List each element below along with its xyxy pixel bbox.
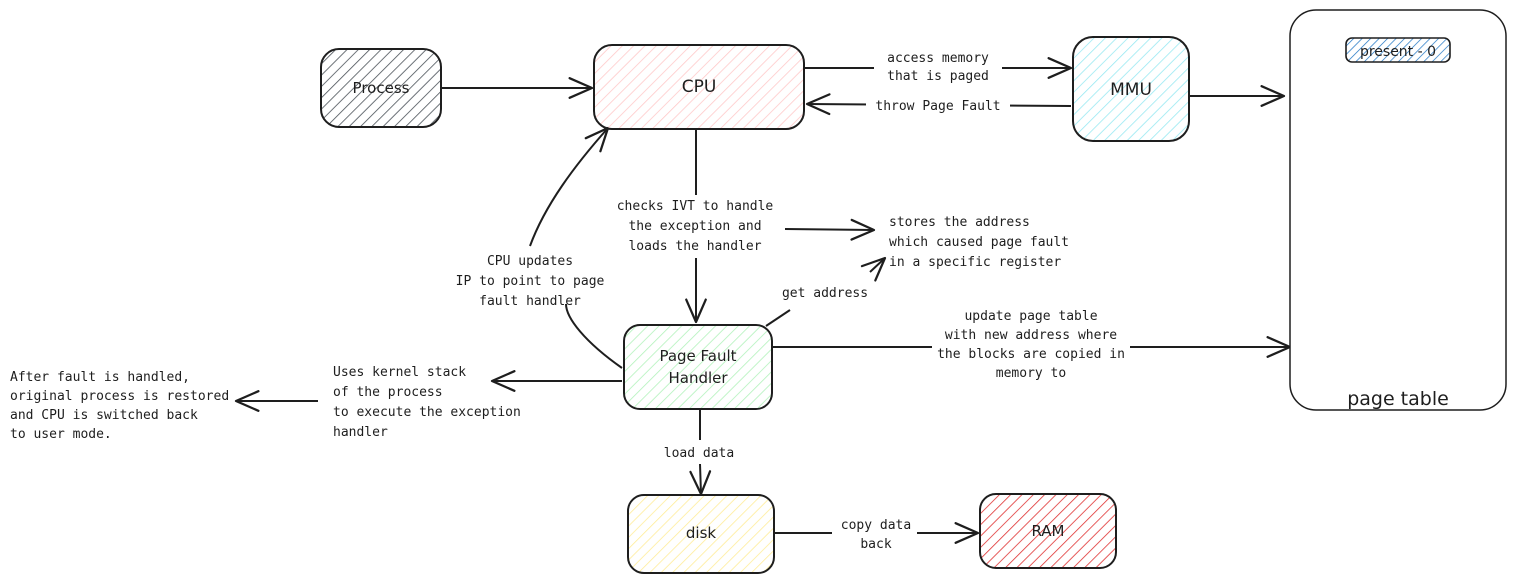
note-stores-address: stores the address which caused page fau… <box>889 215 1069 270</box>
process-node: Process <box>320 48 442 128</box>
stores-address-line3: in a specific register <box>889 255 1061 270</box>
page-table-entry-label: present - 0 <box>1360 44 1436 60</box>
page-table-node: present - 0 page table <box>1289 9 1507 411</box>
edge-handler-to-disk <box>700 410 701 494</box>
edge-label-checks-ivt: checks IVT to handle the exception and l… <box>617 199 774 254</box>
access-memory-line1: access memory <box>887 51 989 66</box>
edge-label-update-page-table: update page table with new address where… <box>932 304 1130 384</box>
cpu-label: CPU <box>682 77 717 97</box>
edge-label-copy-data-back: copy data back <box>841 518 911 552</box>
process-label: Process <box>353 79 410 97</box>
uses-kernel-stack-line1: Uses kernel stack <box>333 365 466 380</box>
ram-node: RAM <box>979 493 1117 569</box>
page-table-entry: present - 0 <box>1345 37 1451 63</box>
edge-label-uses-kernel-stack: Uses kernel stack of the process to exec… <box>333 365 521 440</box>
after-fault-line2: original process is restored <box>10 389 229 404</box>
checks-ivt-line3: loads the handler <box>628 239 761 254</box>
cpu-updates-line3: fault handler <box>479 294 581 309</box>
edge-handler-to-cpu <box>529 128 622 369</box>
load-data-text: load data <box>664 446 734 461</box>
copy-data-back-line1: copy data <box>841 518 911 533</box>
note-after-fault: After fault is handled, original process… <box>10 370 229 442</box>
uses-kernel-stack-line3: to execute the exception <box>333 405 521 420</box>
cpu-updates-line1: CPU updates <box>487 254 573 269</box>
checks-ivt-line1: checks IVT to handle <box>617 199 774 214</box>
update-page-table-line1: update page table <box>964 309 1097 324</box>
edge-ivt-to-note <box>784 218 876 241</box>
disk-label: disk <box>686 524 717 542</box>
after-fault-line3: and CPU is switched back <box>10 408 198 423</box>
page-fault-handler-node: Page Fault Handler <box>623 324 773 410</box>
page-fault-handler-label-line1: Page Fault <box>659 347 736 365</box>
after-fault-line1: After fault is handled, <box>10 370 190 385</box>
edge-label-get-address: get address <box>782 286 868 301</box>
stores-address-line2: which caused page fault <box>889 235 1069 250</box>
ram-label: RAM <box>1031 522 1064 540</box>
cpu-node: CPU <box>593 44 805 130</box>
disk-node: disk <box>627 494 775 574</box>
update-page-table-line4: memory to <box>996 366 1066 381</box>
update-page-table-line3: the blocks are copied in <box>937 347 1125 362</box>
edge-label-throw-page-fault: throw Page Fault <box>866 96 1010 116</box>
edge-label-access-memory: access memory that is paged <box>874 46 1002 86</box>
cpu-updates-line2: IP to point to page <box>456 274 605 289</box>
uses-kernel-stack-line4: handler <box>333 425 388 440</box>
mmu-label: MMU <box>1110 80 1152 100</box>
page-fault-handler-label-line2: Handler <box>668 369 728 387</box>
page-table-label: page table <box>1347 388 1449 410</box>
checks-ivt-line2: the exception and <box>628 219 761 234</box>
edge-handler-get-address <box>765 258 885 327</box>
access-memory-line2: that is paged <box>887 69 989 84</box>
copy-data-back-line2: back <box>860 537 891 552</box>
uses-kernel-stack-line2: of the process <box>333 385 443 400</box>
after-fault-line4: to user mode. <box>10 427 112 442</box>
throw-page-fault-text: throw Page Fault <box>875 99 1000 114</box>
update-page-table-line2: with new address where <box>945 328 1117 343</box>
get-address-text: get address <box>782 286 868 301</box>
mmu-node: MMU <box>1072 36 1190 142</box>
edge-label-load-data: load data <box>664 446 734 461</box>
edge-label-cpu-updates: CPU updates IP to point to page fault ha… <box>456 254 605 309</box>
stores-address-line1: stores the address <box>889 215 1030 230</box>
